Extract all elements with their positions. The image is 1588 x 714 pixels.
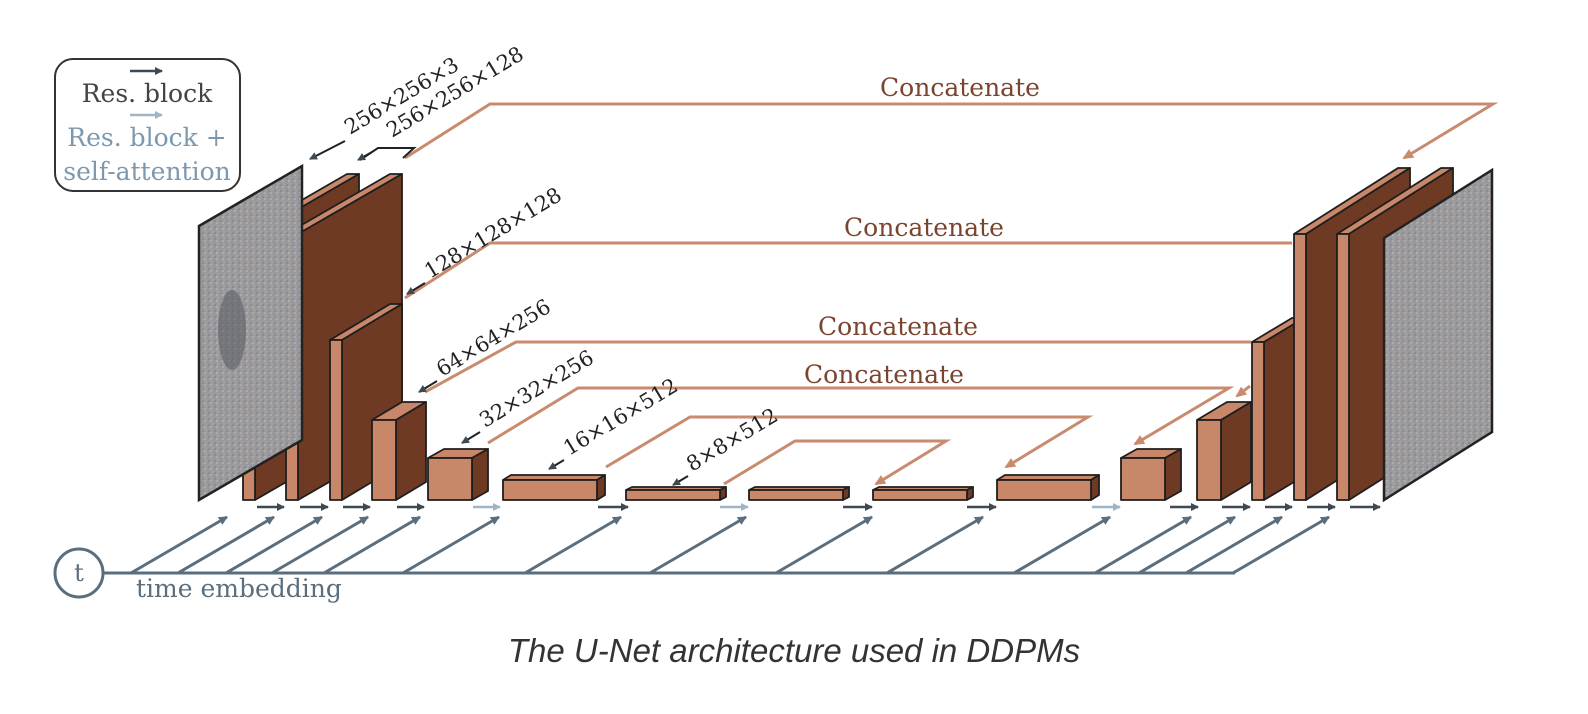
legend-attention-label-line1: Res. block +: [67, 123, 226, 152]
time-branch-4: [271, 515, 369, 575]
decoder-layer-1-front: [872, 489, 968, 501]
decoder-layer-2: [996, 474, 1100, 501]
encoder-layer-6-front: [502, 479, 598, 501]
decoder-layer-1-side: [966, 486, 974, 501]
concatenate-label-1: Concatenate: [880, 73, 1040, 102]
time-embedding: t time embedding: [53, 515, 1330, 603]
bottleneck-layer-1: [625, 486, 727, 501]
dim-label-16x16x512: 16×16×512: [559, 373, 682, 460]
skip-connection-1: [404, 102, 1499, 160]
dim-arrow-8x512: [672, 475, 689, 486]
decoder-layer-2-front: [996, 479, 1092, 501]
legend-attention-label-line2: self-attention: [63, 157, 231, 186]
dim-arrow-256x128: [357, 151, 373, 161]
concatenate-label-2: Concatenate: [844, 213, 1004, 242]
skip-connection-6: [723, 439, 952, 486]
encoder-layer-4-side: [395, 401, 427, 501]
input-image-shape: [218, 290, 246, 370]
dim-arrow-256x3: [309, 140, 346, 160]
decoder-layer-4: [1196, 401, 1252, 501]
decoder-layer-5-front: [1251, 341, 1265, 501]
decoder-layer-3-side: [1164, 448, 1182, 501]
skip-arrow-into-up-block: [1235, 384, 1251, 398]
dim-label-64x64x256: 64×64×256: [432, 294, 555, 381]
skip-connection-4: [487, 386, 1235, 446]
input-image: [197, 163, 304, 503]
time-embedding-label: time embedding: [136, 574, 342, 603]
encoder-layer-5-side: [471, 448, 489, 501]
skip-connections: [404, 102, 1499, 486]
skip-connection-2: [404, 241, 1292, 300]
decoder-layer-2-side: [1090, 474, 1100, 501]
figure-caption: The U-Net architecture used in DDPMs: [507, 632, 1081, 669]
bottleneck-layer-2-side: [842, 486, 850, 501]
decoder-layer-1: [872, 486, 974, 501]
time-node-label: t: [74, 559, 84, 587]
legend: Res. block Res. block + self-attention: [54, 58, 241, 192]
time-embedding-branches: [130, 515, 1330, 575]
encoder-layer-4-front: [371, 419, 397, 501]
time-branch-14: [1185, 515, 1283, 575]
bottleneck-layer-1-front: [625, 489, 721, 501]
time-branch-15: [1232, 515, 1330, 575]
concatenate-labels: Concatenate Concatenate Concatenate Conc…: [804, 73, 1040, 389]
bottleneck-layer-2: [748, 486, 850, 501]
encoder-layer-3-front: [329, 339, 343, 501]
time-branch-8: [649, 515, 747, 575]
encoder-layer-4: [371, 401, 427, 501]
time-node: [53, 547, 105, 599]
time-branch-10: [886, 515, 984, 575]
time-branch-2: [177, 515, 275, 575]
dim-arrow-16x512: [548, 459, 565, 470]
time-branch-11: [1013, 515, 1111, 575]
dim-arrow-32x256: [461, 431, 481, 444]
skip-connection-3: [424, 340, 1251, 394]
decoder-layer-4-side: [1220, 401, 1252, 501]
decoder-layer-3: [1120, 448, 1182, 501]
time-branch-7: [524, 515, 622, 575]
decoder-layer-7-front: [1336, 233, 1350, 501]
decoder-layer-6-front: [1293, 233, 1307, 501]
time-branch-6: [402, 515, 500, 575]
concatenate-label-3: Concatenate: [818, 312, 978, 341]
skip-connection-5: [605, 415, 1094, 469]
bottleneck-layer-2-front: [748, 489, 844, 501]
time-branch-3: [225, 515, 323, 575]
concatenate-label-4: Concatenate: [804, 360, 964, 389]
encoder-layer-5: [427, 448, 489, 501]
dim-arrow-64x256: [418, 380, 438, 393]
dim-arrow-128x128: [406, 282, 426, 295]
encoder-layer-6: [502, 474, 606, 501]
output-image: [1382, 167, 1494, 503]
decoder-layer-4-front: [1196, 419, 1222, 501]
encoder-layer-5-front: [427, 457, 473, 501]
encoder-layer-6-side: [596, 474, 606, 501]
dim-label-128x128x128: 128×128×128: [420, 183, 566, 284]
dim-label-8x8x512: 8×8×512: [682, 403, 782, 476]
time-branch-5: [323, 515, 421, 575]
time-branch-13: [1138, 515, 1236, 575]
time-branch-1: [130, 515, 228, 575]
legend-frame: [54, 58, 241, 192]
time-branch-12: [1094, 515, 1192, 575]
time-branch-9: [775, 515, 873, 575]
legend-res-block-label: Res. block: [82, 79, 213, 108]
bottleneck-layer-1-side: [719, 486, 727, 501]
decoder-layer-3-front: [1120, 457, 1166, 501]
